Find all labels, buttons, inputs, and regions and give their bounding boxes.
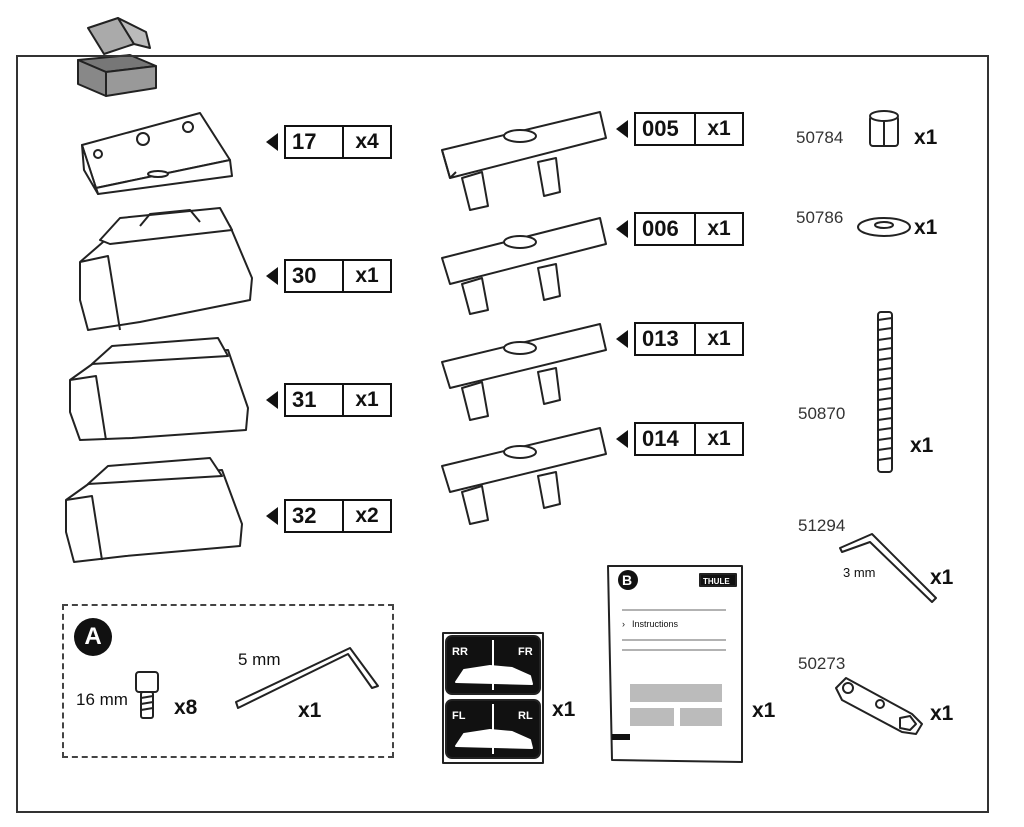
pointer-arrow-icon xyxy=(266,507,278,525)
pad-014-illustration xyxy=(441,427,607,525)
manual-quantity: x1 xyxy=(752,699,776,722)
hex-key-size: 3 mm xyxy=(843,565,876,580)
sticker-quantity: x1 xyxy=(552,698,576,721)
pointer-arrow-icon xyxy=(616,430,628,448)
pointer-arrow-icon xyxy=(616,330,628,348)
bolt-illustration xyxy=(135,671,159,719)
pad-006-illustration xyxy=(441,217,607,315)
part-label-014: 014 x1 xyxy=(616,422,744,456)
part-label-box: 013 x1 xyxy=(634,322,744,356)
part-label-30: 30 x1 xyxy=(266,259,392,293)
part-label-box: 31 x1 xyxy=(284,383,392,417)
part-number-hex-key: 51294 xyxy=(798,516,846,535)
part-code: 006 xyxy=(636,214,696,244)
sticker-label-fr: FR xyxy=(518,646,533,658)
wrench-illustration xyxy=(835,677,923,735)
quantity-nut: x1 xyxy=(914,126,938,149)
kit-a-badge: A xyxy=(74,618,112,656)
part-number-nut: 50784 xyxy=(796,128,844,147)
hex-key-5mm-size: 5 mm xyxy=(238,650,281,669)
part-code: 014 xyxy=(636,424,696,454)
part-quantity: x1 xyxy=(707,327,731,350)
part-number-washer: 50786 xyxy=(796,208,844,227)
foot-31-illustration xyxy=(69,337,249,441)
part-label-box: 014 x1 xyxy=(634,422,744,456)
part-quantity: x1 xyxy=(707,217,731,240)
kit-a-box xyxy=(62,604,394,758)
quantity-wrench: x1 xyxy=(930,702,954,725)
part-quantity: x2 xyxy=(355,504,379,527)
part-quantity: x1 xyxy=(355,264,379,287)
manual-brand: THULE xyxy=(703,577,730,586)
contents-frame xyxy=(16,55,989,813)
bolt-quantity: x8 xyxy=(174,696,198,719)
washer-illustration xyxy=(857,217,911,237)
pad-005-illustration xyxy=(441,111,607,211)
part-label-box: 17 x4 xyxy=(284,125,392,159)
quantity-rod: x1 xyxy=(910,434,934,457)
sticker-sheet-illustration xyxy=(442,632,544,764)
nut-illustration xyxy=(869,110,899,147)
manual-heading: Instructions xyxy=(632,619,679,629)
quantity-washer: x1 xyxy=(914,216,938,239)
part-number-rod: 50870 xyxy=(798,404,846,423)
hex-key-5mm-quantity: x1 xyxy=(298,699,322,722)
hex-key-5mm-illustration xyxy=(235,647,379,709)
manual-heading-prefix: › xyxy=(622,619,625,629)
pointer-arrow-icon xyxy=(266,391,278,409)
part-code: 30 xyxy=(286,261,344,291)
part-quantity: x1 xyxy=(707,427,731,450)
part-label-006: 006 x1 xyxy=(616,212,744,246)
part-label-005: 005 x1 xyxy=(616,112,744,146)
part-code: 013 xyxy=(636,324,696,354)
sticker-label-rr: RR xyxy=(452,646,468,658)
part-label-32: 32 x2 xyxy=(266,499,392,533)
hex-key-3mm-illustration xyxy=(839,533,937,603)
part-label-31: 31 x1 xyxy=(266,383,392,417)
manual-illustration xyxy=(607,565,743,763)
part-quantity: x1 xyxy=(707,117,731,140)
sticker-label-rl: RL xyxy=(518,710,533,722)
part-code: 31 xyxy=(286,385,344,415)
bolt-length: 16 mm xyxy=(76,690,128,709)
sticker-label-fl: FL xyxy=(452,710,466,722)
part-label-013: 013 x1 xyxy=(616,322,744,356)
bracket-17-illustration xyxy=(81,112,233,195)
part-quantity: x1 xyxy=(355,388,379,411)
part-quantity: x4 xyxy=(355,130,379,153)
threaded-rod-illustration xyxy=(877,311,893,473)
manual-badge: B xyxy=(622,572,632,588)
quantity-hex-key: x1 xyxy=(930,566,954,589)
part-code: 005 xyxy=(636,114,696,144)
part-label-17: 17 x4 xyxy=(266,125,392,159)
pointer-arrow-icon xyxy=(616,120,628,138)
package-icon xyxy=(77,17,157,97)
part-code: 32 xyxy=(286,501,344,531)
pointer-arrow-icon xyxy=(266,133,278,151)
part-label-box: 32 x2 xyxy=(284,499,392,533)
part-code: 17 xyxy=(286,127,344,157)
pad-013-illustration xyxy=(441,323,607,421)
pointer-arrow-icon xyxy=(616,220,628,238)
foot-32-illustration xyxy=(65,457,243,563)
part-number-wrench: 50273 xyxy=(798,654,846,673)
part-label-box: 30 x1 xyxy=(284,259,392,293)
part-label-box: 005 x1 xyxy=(634,112,744,146)
part-label-box: 006 x1 xyxy=(634,212,744,246)
pointer-arrow-icon xyxy=(266,267,278,285)
foot-30-illustration xyxy=(79,207,253,331)
